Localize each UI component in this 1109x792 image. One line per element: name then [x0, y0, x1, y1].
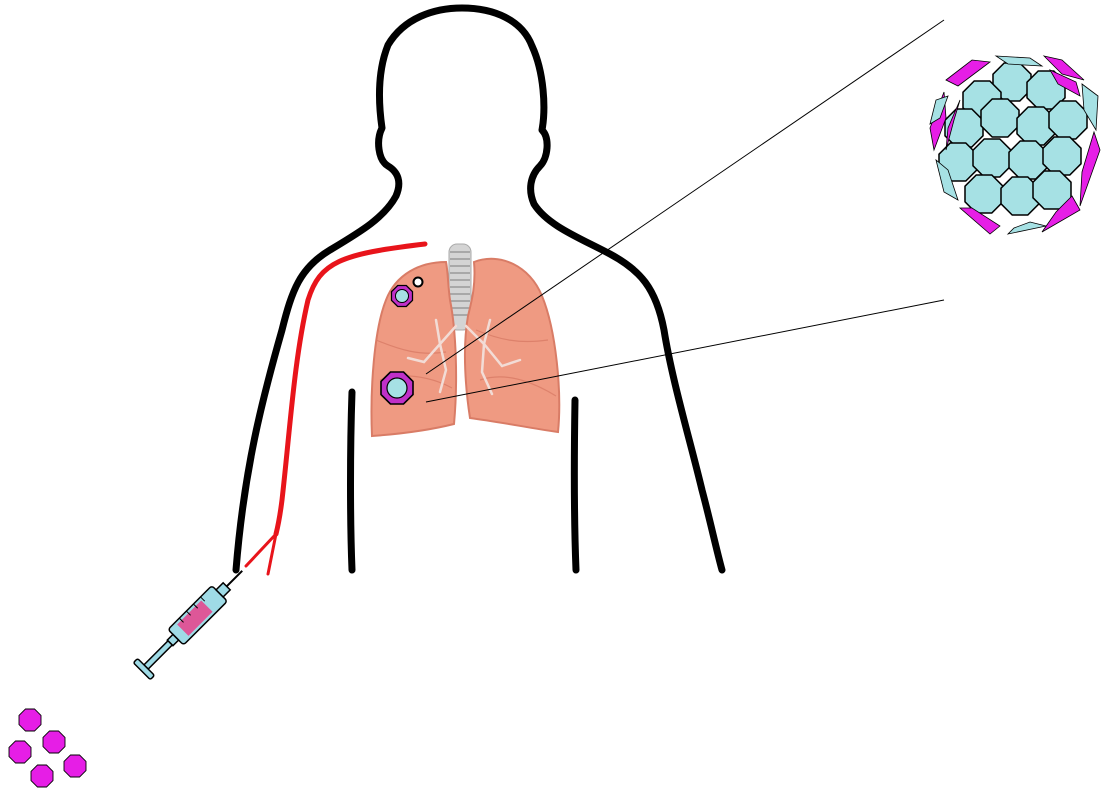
nanoparticle-icon [19, 709, 41, 731]
left-lung [465, 259, 559, 432]
nanoparticles [9, 709, 86, 787]
zoomed-particle-cluster [930, 56, 1100, 234]
nanoparticle-icon [9, 741, 31, 763]
tumor-large [381, 372, 413, 404]
nanoparticle-icon [64, 755, 86, 777]
syringe-icon [133, 562, 250, 679]
right-lung [372, 262, 457, 436]
nanoparticle-icon [31, 765, 53, 787]
nanoparticle-icon [43, 731, 65, 753]
